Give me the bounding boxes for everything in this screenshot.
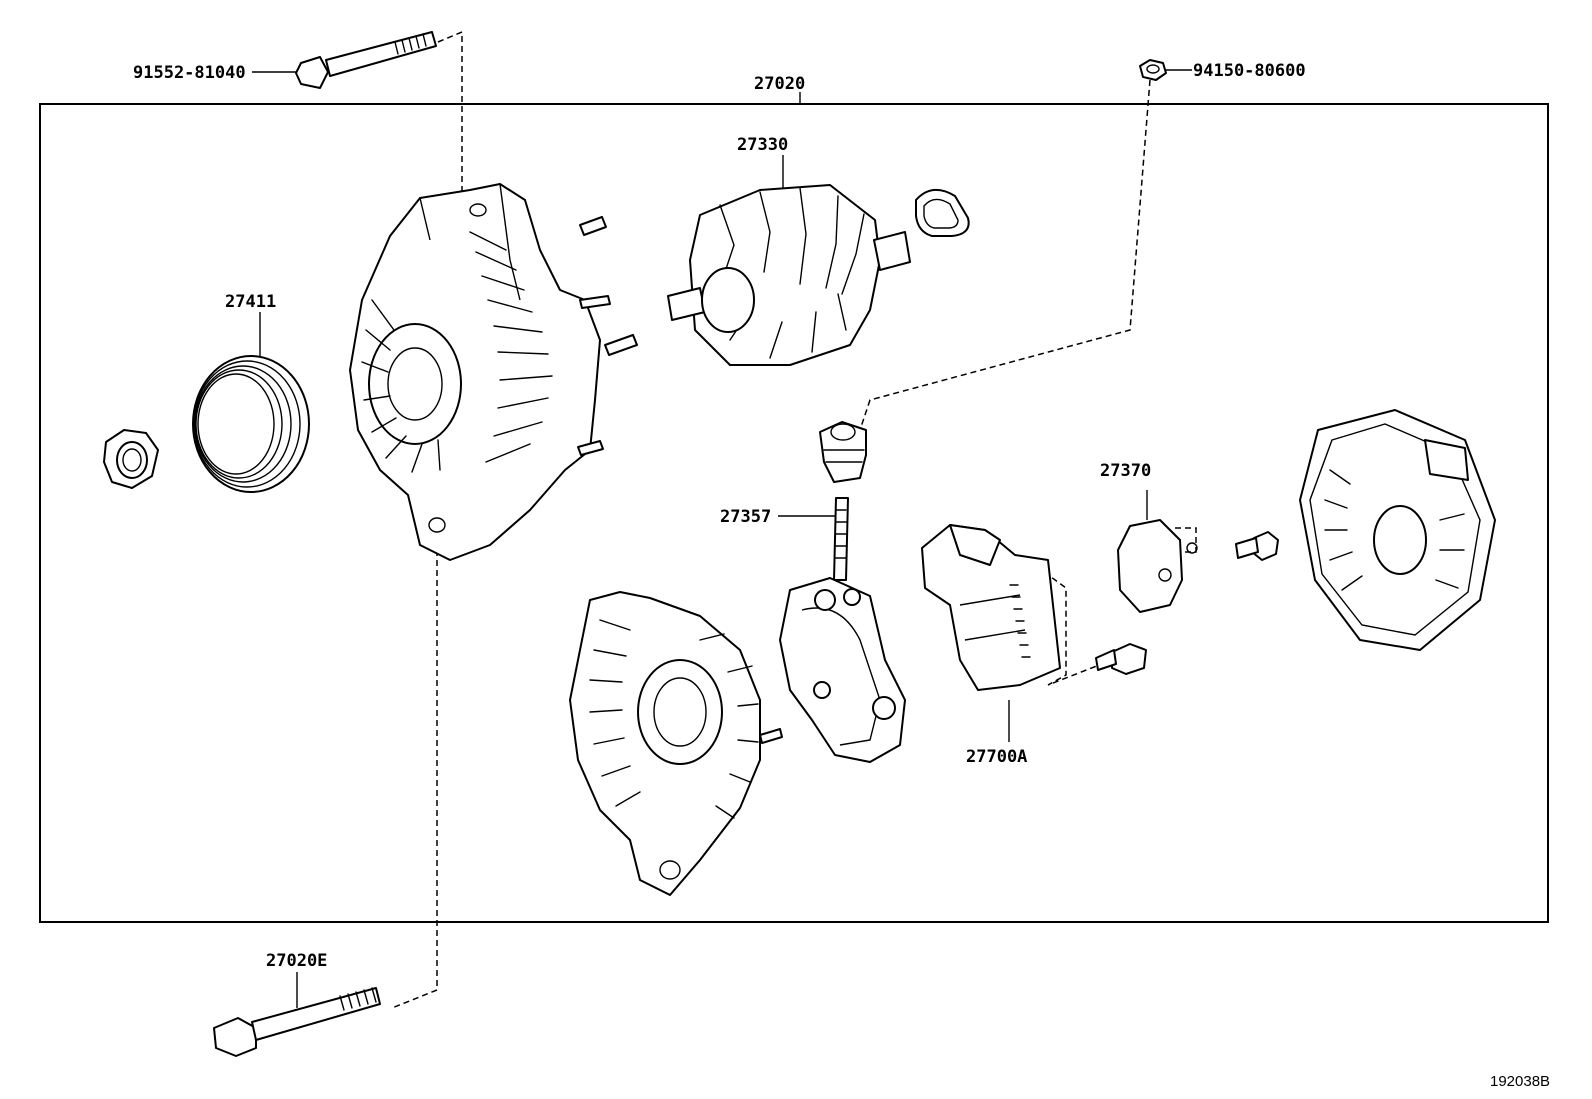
brush-holder-bracket: [1117, 490, 1198, 613]
label-bolt-top: 91552-81040: [133, 63, 246, 83]
bracket-screw: [1235, 531, 1279, 561]
regulator-screw: [1095, 643, 1147, 675]
figure-id: 192038B: [1490, 1073, 1550, 1090]
guide-line-regulator-bolt: [1027, 559, 1113, 686]
guide-line-nut: [859, 79, 1151, 431]
label-nut-top: 94150-80600: [1193, 61, 1306, 81]
label-assembly: 27020: [754, 74, 805, 94]
label-pulley: 27411: [225, 292, 276, 312]
rear-end-cover: [1299, 409, 1496, 651]
label-bolt-bottom: 27020E: [266, 951, 327, 971]
rotor: [667, 155, 911, 366]
label-brush-holder: 27370: [1100, 461, 1151, 481]
terminal-insulator: [819, 421, 867, 483]
bolt-bottom: [213, 972, 381, 1057]
guide-line-bracket-bolt: [1175, 527, 1197, 553]
bolt-top: [252, 31, 437, 89]
pulley-nut: [103, 429, 159, 489]
rear-frame: [569, 591, 783, 896]
guide-line-bottom-bolt: [391, 540, 438, 1009]
regulator: [921, 524, 1061, 742]
rubber-seal: [915, 189, 970, 237]
label-terminal: 27357: [720, 507, 771, 527]
guide-line-top-bolt: [437, 30, 463, 220]
label-rotor: 27330: [737, 135, 788, 155]
assembly-frame: [39, 103, 1549, 923]
drive-end-frame: [349, 183, 638, 561]
nut-top: [1139, 59, 1192, 81]
pulley: [192, 312, 310, 493]
label-regulator: 27700A: [966, 747, 1027, 767]
rectifier: [778, 497, 906, 763]
